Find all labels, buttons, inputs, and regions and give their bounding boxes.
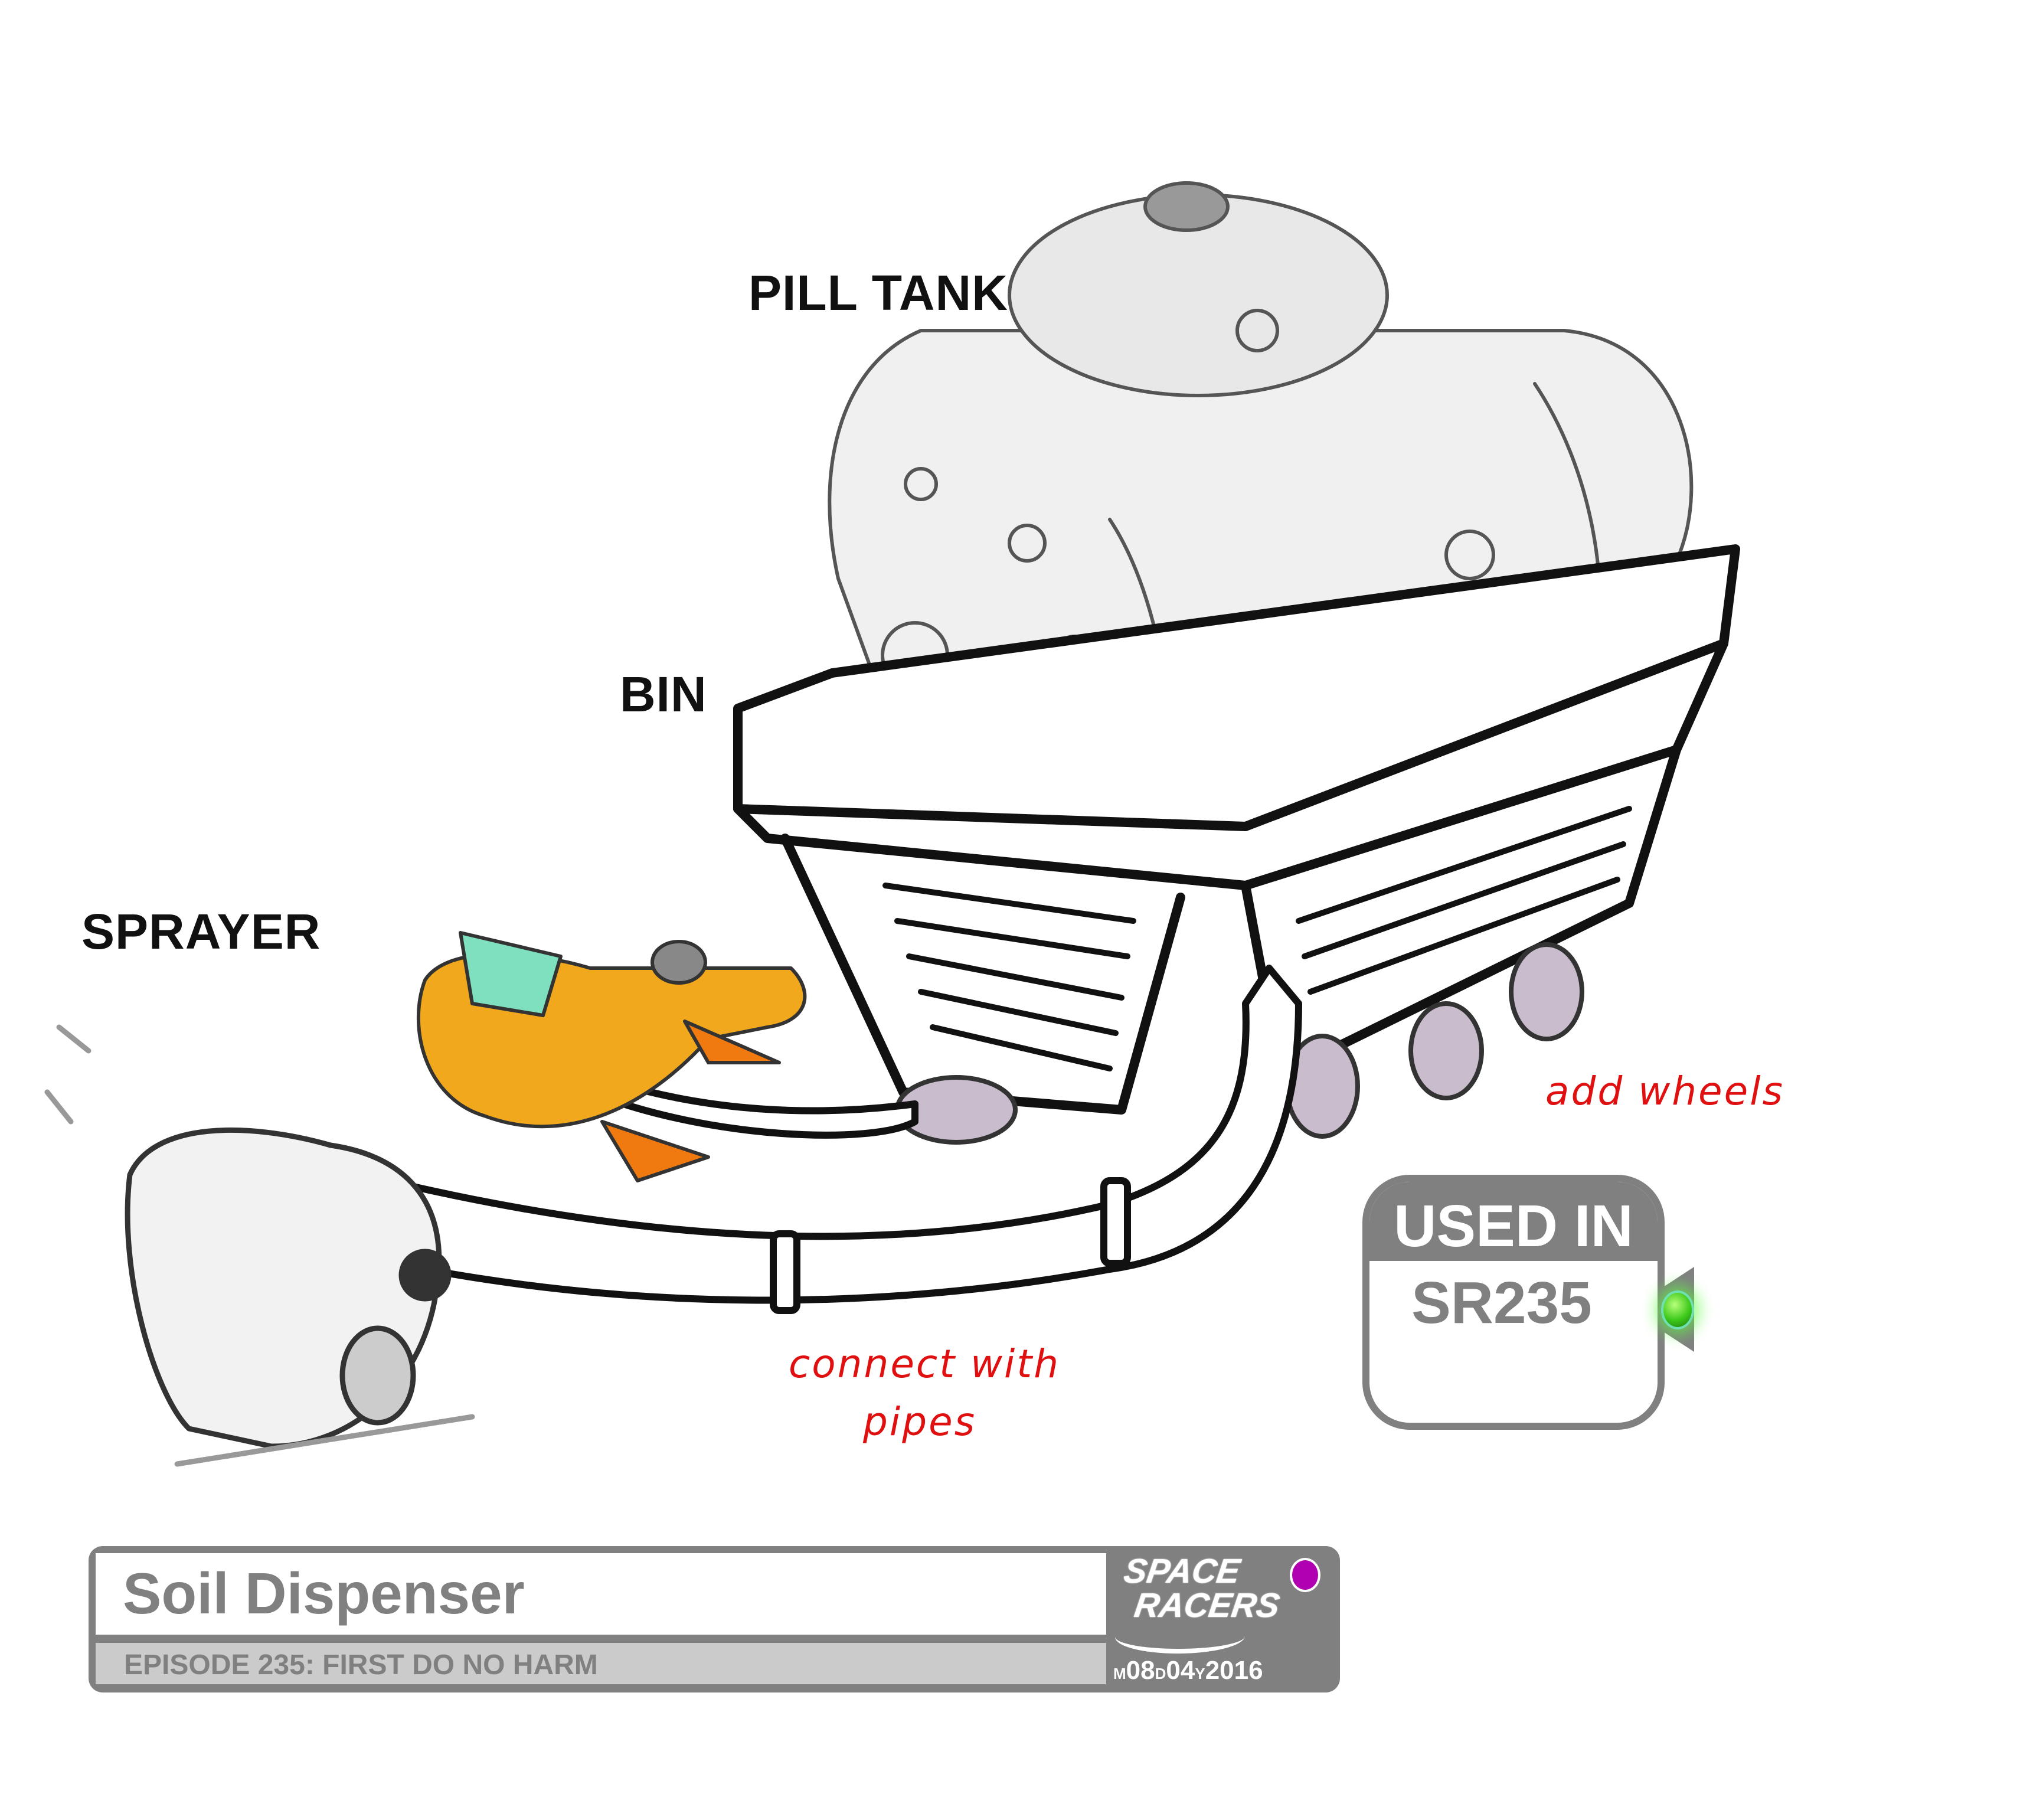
wheels-drawing [895, 942, 1584, 1145]
sprayer-label: SPRAYER [81, 904, 321, 959]
logo-line-1: SPACE [1121, 1552, 1243, 1590]
episode-subtitle: EPISODE 235: FIRST DO NO HARM [124, 1649, 598, 1681]
used-in-badge: USED IN SR235 [1362, 1175, 1694, 1430]
connect-with-note: connect with [789, 1341, 1061, 1387]
subtitle-field: EPISODE 235: FIRST DO NO HARM [96, 1643, 1106, 1684]
add-wheels-note: add wheels [1545, 1069, 1784, 1114]
asset-title: Soil Dispenser [123, 1561, 525, 1626]
logo-line-2: RACERS [1132, 1586, 1282, 1625]
badge-heading: USED IN [1369, 1182, 1658, 1261]
date-year-prefix: Y [1195, 1665, 1205, 1682]
sprayer-machine-drawing [44, 1024, 475, 1467]
date-month: 08 [1126, 1656, 1155, 1685]
title-card: Soil Dispenser EPISODE 235: FIRST DO NO … [89, 1546, 1340, 1692]
status-dot-icon [1290, 1558, 1320, 1592]
space-racers-logo: SPACE RACERS [1112, 1552, 1282, 1654]
date-day: 04 [1166, 1656, 1195, 1685]
date-day-prefix: D [1155, 1665, 1166, 1682]
logo-swoosh-icon [1112, 1619, 1248, 1654]
green-indicator-light-icon [1661, 1290, 1694, 1329]
pill-tank-label: PILL TANK [748, 265, 1008, 321]
badge-episode-code: SR235 [1411, 1270, 1592, 1336]
pipes-note: pipes [863, 1399, 977, 1445]
sprayer-character [416, 931, 807, 1182]
date-stamp: M08D04Y2016 [1113, 1656, 1263, 1685]
badge-box: USED IN SR235 [1362, 1175, 1665, 1430]
date-month-prefix: M [1113, 1665, 1126, 1682]
pipes-drawing [410, 965, 1302, 1314]
title-field: Soil Dispenser [96, 1553, 1106, 1635]
date-year: 2016 [1205, 1656, 1263, 1685]
bin-label: BIN [620, 666, 707, 722]
